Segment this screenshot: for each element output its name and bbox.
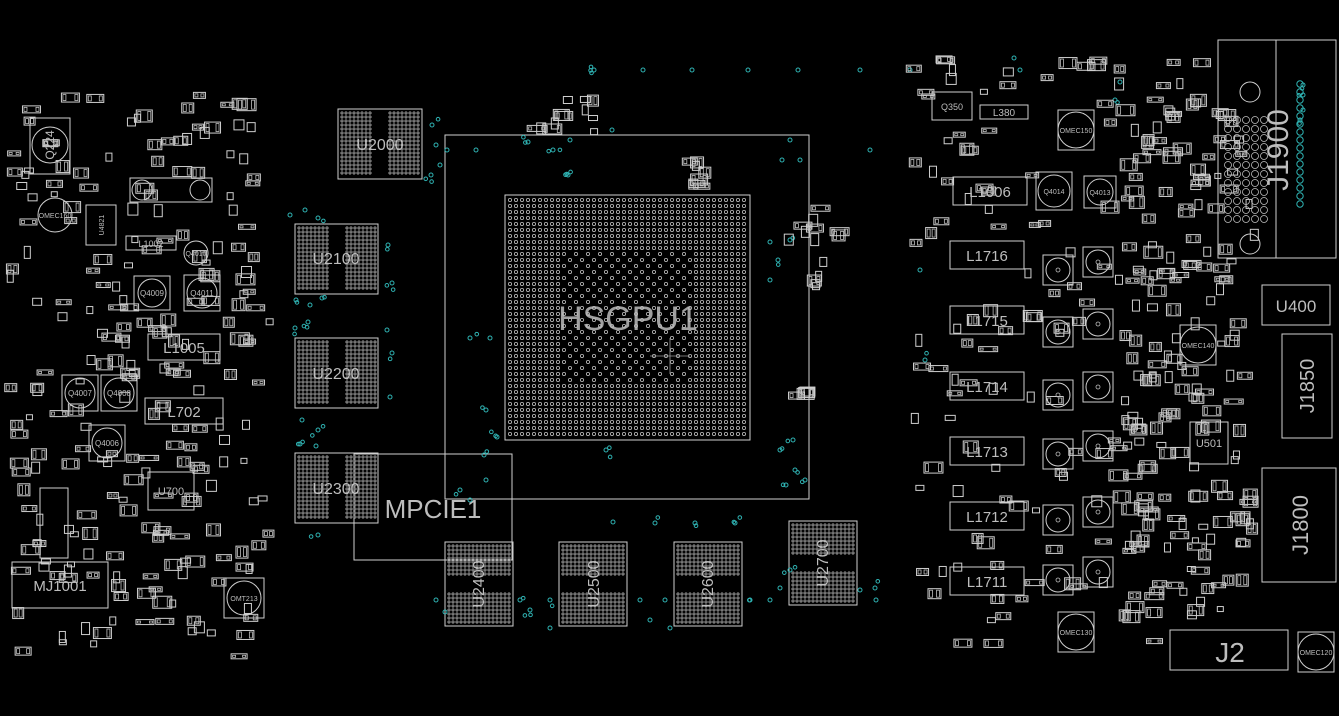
l1713-label: L1713 <box>966 444 1008 461</box>
omt213-label: OMT213 <box>230 596 257 603</box>
u4821-label: U4821 <box>99 215 106 236</box>
l702-label: L702 <box>167 404 200 421</box>
j2-connector[interactable] <box>1169 629 1289 671</box>
j1800-label: J1800 <box>1288 495 1313 555</box>
u700-label: U700 <box>158 486 184 498</box>
l1712-label: L1712 <box>966 509 1008 526</box>
q4007-label: Q4007 <box>68 389 93 398</box>
l1714-label: L1714 <box>966 379 1008 396</box>
mj1001-component[interactable] <box>11 561 109 609</box>
l1716-label: L1716 <box>966 248 1008 265</box>
u700-component[interactable] <box>147 471 195 511</box>
q4008-label: Q4008 <box>107 389 132 398</box>
smd-component-field <box>4 55 1259 660</box>
omec140-label: OMEC140 <box>1182 343 1215 350</box>
u2000-label: U2000 <box>356 137 403 154</box>
q224-component[interactable] <box>31 126 69 164</box>
u2100-chip[interactable] <box>294 223 379 295</box>
u2400-label: U2400 <box>471 560 488 607</box>
u2600-chip[interactable] <box>673 541 743 627</box>
u400-label: U400 <box>1276 297 1317 316</box>
q4009-label: Q4009 <box>140 289 165 298</box>
q350-label: Q350 <box>941 102 963 112</box>
q4006-label: Q4006 <box>95 439 120 448</box>
l1006-component[interactable] <box>952 176 1028 206</box>
gpu-label: HSGPU1 <box>558 300 698 338</box>
mpcie-label: MPCIE1 <box>385 494 482 524</box>
u2000-chip[interactable] <box>337 108 423 180</box>
q4014-label: Q4014 <box>1043 189 1064 196</box>
u2100-label: U2100 <box>312 251 359 268</box>
u2200-chip[interactable] <box>294 337 379 409</box>
q350-component[interactable] <box>931 91 973 121</box>
q224-label: Q224 <box>43 130 57 160</box>
omt213-component[interactable] <box>226 580 262 616</box>
u501-component[interactable] <box>1189 421 1229 465</box>
mpcie-outline <box>353 453 513 561</box>
j1850-label: J1850 <box>1297 359 1319 414</box>
u400-component[interactable] <box>1261 284 1331 326</box>
omec120-label: OMEC120 <box>1300 650 1333 657</box>
l1002-component[interactable] <box>125 235 177 251</box>
j1900-label: J1900 <box>1262 109 1295 191</box>
l1002-label: L1002 <box>138 239 163 249</box>
mj1001-label: MJ1001 <box>33 578 86 595</box>
l380-component[interactable] <box>979 104 1029 120</box>
gpu-ball-grid <box>507 197 747 436</box>
l1005-component[interactable] <box>147 333 221 361</box>
j1850-connector[interactable] <box>1281 333 1333 439</box>
l1711-label: L1711 <box>967 574 1008 591</box>
j2-label: J2 <box>1215 637 1245 668</box>
j1800-connector[interactable] <box>1261 467 1337 583</box>
u2400-chip[interactable] <box>444 541 514 627</box>
q4011-label: Q4011 <box>190 289 214 298</box>
u2300-label: U2300 <box>312 481 359 498</box>
omec150-label: OMEC150 <box>1060 128 1093 135</box>
l702-component[interactable] <box>144 397 224 425</box>
gpu-bga-package[interactable] <box>504 194 751 441</box>
u2500-chip[interactable] <box>558 541 628 627</box>
u501-label: U501 <box>1196 438 1222 450</box>
u2200-label: U2200 <box>312 366 359 383</box>
q4013-label: Q4013 <box>1089 190 1110 197</box>
omec160-component[interactable] <box>37 197 73 233</box>
omec130-label: OMEC130 <box>1060 630 1093 637</box>
u2500-label: U2500 <box>586 560 603 607</box>
l1006-label: L1006 <box>969 184 1011 201</box>
u2700-label: U2700 <box>815 539 832 586</box>
l380-label: L380 <box>993 108 1016 119</box>
u2600-label: U2600 <box>700 560 717 607</box>
l1715-label: L1715 <box>966 313 1008 330</box>
u4821-component[interactable] <box>85 204 117 246</box>
gpu-heatsink-outline <box>444 134 810 500</box>
q4010-label: Q4010 <box>185 251 206 258</box>
l1005-label: L1005 <box>163 340 205 357</box>
u2300-chip[interactable] <box>294 452 379 524</box>
u2700-chip[interactable] <box>788 520 858 606</box>
omec160-label: OMEC160 <box>39 213 72 220</box>
